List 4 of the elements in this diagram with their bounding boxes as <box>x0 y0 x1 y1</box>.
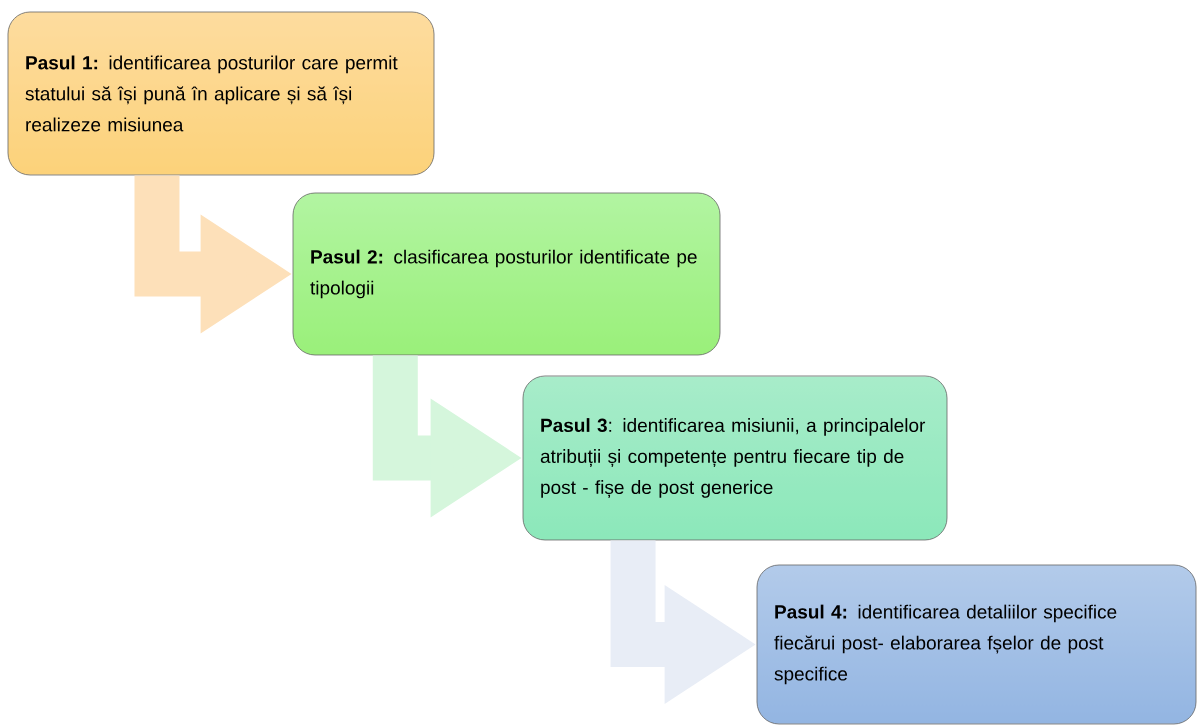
process-box: Pasul 2: clasificarea posturilor identificate pe tipologii <box>292 192 721 356</box>
process-box: Pasul 4: identificarea detaliilor specifice fiecărui post- elaborarea fșelor de post specifice <box>756 564 1197 725</box>
process-box: Pasul 1: identificarea posturilor care permit statului să își pună în aplicare și să își realizeze misiunea <box>7 11 435 176</box>
process-box: Pasul 3: identificarea misiunii, a principalelor atribuții și competențe pentru fiecare tip de post - fișe de post generice <box>522 375 948 541</box>
